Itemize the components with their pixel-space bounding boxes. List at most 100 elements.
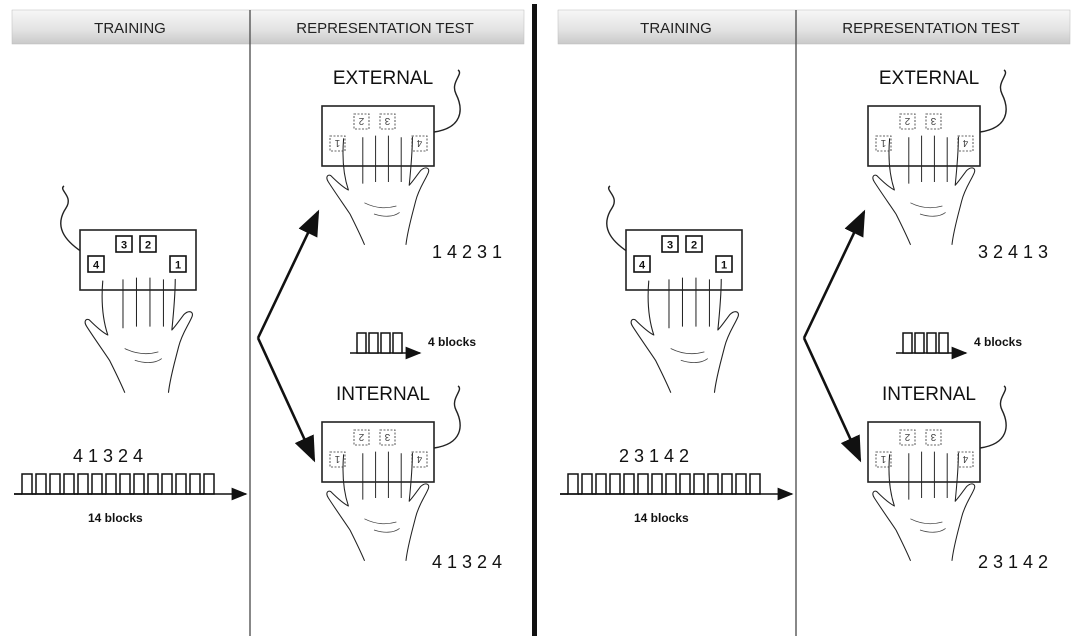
keypad-cable [606,185,629,253]
keypad-cable [433,69,461,133]
hand-icon [630,277,739,393]
header-bar [11,9,525,45]
keypad-key: 3 [379,429,396,446]
training-blocks-label: 14 blocks [88,511,143,525]
keypad-key-label: 4 [962,137,968,148]
keypad-key: 2 [899,113,916,130]
keypad-key: 3 [661,235,679,253]
block-mark [637,473,649,495]
training-header: TRAINING [94,20,166,37]
block-mark [161,473,173,495]
keypad-cable [433,385,461,449]
block-mark [203,473,215,495]
keypad-key: 2 [139,235,157,253]
keypad-key: 1 [875,135,892,152]
keypad-key-label: 4 [962,453,968,464]
header-bar [557,9,1071,45]
training-blocks-label: 14 blocks [634,511,689,525]
keypad-key: 3 [115,235,133,253]
keypad-key-label: 2 [904,431,910,442]
block-mark [914,332,925,354]
arrow-to-external [256,209,320,339]
training-block-train [560,473,761,495]
external-label: EXTERNAL [879,68,979,89]
representation-test-header: REPRESENTATION TEST [296,20,474,37]
block-mark [902,332,913,354]
keypad-key: 2 [353,113,370,130]
keypad-key-label: 3 [930,431,936,442]
keypad-key-label: 2 [358,115,364,126]
test-blocks-label: 4 blocks [428,335,476,349]
keypad-key-label: 1 [334,453,340,464]
keypad-key: 3 [379,113,396,130]
test-block-train [350,332,422,360]
keypad-key-label: 4 [416,453,422,464]
test-block-train [896,332,968,360]
block-mark [567,473,579,495]
keypad-key: 3 [925,113,942,130]
block-mark [49,473,61,495]
block-mark [77,473,89,495]
keypad-key: 3 [925,429,942,446]
keypad-key-label: 4 [639,260,646,272]
keypad-key-label: 4 [93,260,100,272]
training-sequence: 4 1 3 2 4 [73,446,143,466]
keypad-key-label: 2 [145,240,151,252]
arrow-to-external [802,209,866,339]
internal-label: INTERNAL [882,384,976,405]
block-mark [119,473,131,495]
block-mark [175,473,187,495]
keypad-key: 1 [169,255,187,273]
representation-test-header: REPRESENTATION TEST [842,20,1020,37]
external-sequence: 3 2 4 1 3 [978,242,1048,262]
keypad-key-label: 1 [721,260,727,272]
panel-divider [532,4,537,636]
external-label: EXTERNAL [333,68,433,89]
keypad-key: 4 [87,255,105,273]
block-mark [735,473,747,495]
block-mark [147,473,159,495]
block-mark [356,332,367,354]
external-sequence: 1 4 2 3 1 [432,242,502,262]
training-sequence: 2 3 1 4 2 [619,446,689,466]
keypad-key: 1 [329,135,346,152]
block-mark [380,332,391,354]
keypad-key: 4 [957,135,974,152]
block-mark [35,473,47,495]
block-mark [938,332,949,354]
hand-icon [84,277,193,393]
block-mark [368,332,379,354]
block-mark [91,473,103,495]
block-mark [721,473,733,495]
block-mark [926,332,937,354]
training-keypad: 4 3 2 1 [60,185,197,393]
keypad-key: 4 [411,451,428,468]
arrow-to-internal [256,337,316,463]
block-mark [707,473,719,495]
block-mark [679,473,691,495]
keypad-key: 4 [411,135,428,152]
keypad-key-label: 3 [121,240,127,252]
block-mark [105,473,117,495]
keypad-key-label: 2 [904,115,910,126]
arrow-to-internal [802,337,862,463]
keypad-key: 4 [957,451,974,468]
training-block-train [14,473,215,495]
block-mark [609,473,621,495]
keypad-key: 4 [633,255,651,273]
keypad-key-label: 2 [691,240,697,252]
keypad-key: 1 [875,451,892,468]
block-mark [651,473,663,495]
internal-sequence: 2 3 1 4 2 [978,552,1048,572]
keypad-key-label: 1 [334,137,340,148]
keypad-key-label: 3 [384,431,390,442]
block-mark [63,473,75,495]
keypad-key: 2 [353,429,370,446]
training-header: TRAINING [640,20,712,37]
block-mark [665,473,677,495]
keypad-key: 2 [685,235,703,253]
block-mark [749,473,761,495]
internal-label: INTERNAL [336,384,430,405]
